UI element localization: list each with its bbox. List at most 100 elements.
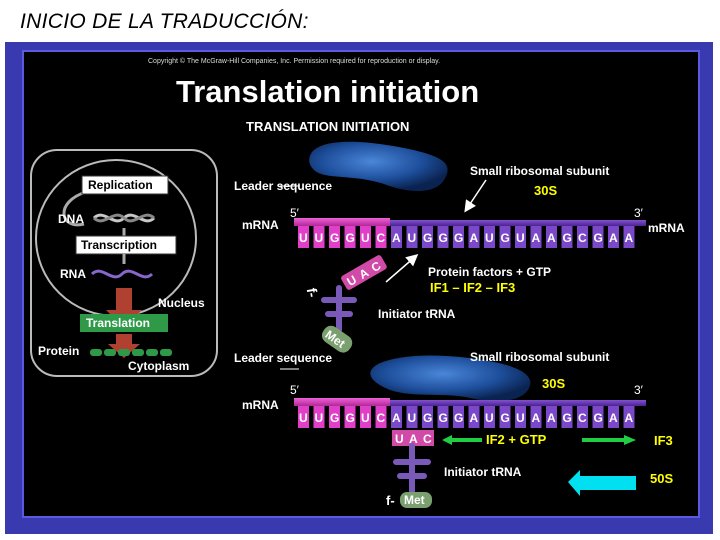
nucleotide-letter: U <box>516 411 525 425</box>
nucleotide-letter: G <box>346 411 355 425</box>
nucleotide-letter: U <box>408 231 417 245</box>
mrna-leader-band-step2 <box>294 398 390 406</box>
nucleus-label: Nucleus <box>158 296 205 310</box>
nucleotide-letter: A <box>532 411 541 425</box>
nucleotide-letter: G <box>330 231 339 245</box>
mrna-label-left-step2: mRNA <box>242 398 279 412</box>
nucleotide-letter: A <box>392 411 401 425</box>
nucleotide-letter: G <box>454 231 463 245</box>
translation-initiation-figure: Copyright © The McGraw-Hill Companies, I… <box>24 52 700 518</box>
mrna-coding-band-step1 <box>390 220 646 226</box>
nucleotide-letter: U <box>299 231 308 245</box>
nucleotide-letter: G <box>454 411 463 425</box>
rna-strand <box>92 271 152 277</box>
nucleotide-letter: G <box>330 411 339 425</box>
nucleotide-letter: U <box>485 411 494 425</box>
nucleotide-letter: A <box>547 231 556 245</box>
cell-overview-diagram: Replication DNA Transcription RNA Nucleu… <box>31 150 217 376</box>
three-prime-step1: 3′ <box>634 206 644 220</box>
nucleotide-letter: U <box>315 231 324 245</box>
cytoplasm-label: Cytoplasm <box>128 359 189 373</box>
nucleotide-letter: G <box>423 411 432 425</box>
nucleotide-letter: C <box>377 231 386 245</box>
nucleotide-letter: A <box>532 231 541 245</box>
nucleotide-letter: U <box>299 411 308 425</box>
small-subunit-label: Small ribosomal subunit <box>470 164 609 178</box>
if3-label: IF3 <box>654 433 673 448</box>
slide-title: INICIO DE LA TRADUCCIÓN: <box>20 10 309 34</box>
nucleotide-letter: A <box>609 411 618 425</box>
trna-cloverleaf-step1 <box>324 288 354 330</box>
step1-diagram: Small ribosomal subunit 30S Leader seque… <box>234 142 685 356</box>
mrna-coding-band-step2 <box>390 400 646 406</box>
nucleotide-letter: G <box>594 231 603 245</box>
nucleotide-letter: G <box>439 231 448 245</box>
nucleotide-letter: A <box>470 411 479 425</box>
dna-label: DNA <box>58 212 84 226</box>
leader-sequence-label-step2: Leader sequence <box>234 351 332 365</box>
figure-title: Translation initiation <box>176 74 479 109</box>
initiator-trna-label-step1: Initiator tRNA <box>378 307 456 321</box>
nucleotide-letter: G <box>594 411 603 425</box>
if2-arrow-left <box>442 435 482 445</box>
nucleotide-letter: G <box>563 411 572 425</box>
translation-label: Translation <box>86 316 150 330</box>
mrna-leader-band-step1 <box>294 218 390 226</box>
nucleotide-letter: A <box>392 231 401 245</box>
nucleotide-letter: G <box>423 231 432 245</box>
s50-label: 50S <box>650 471 673 486</box>
five-prime-step1: 5′ <box>290 206 300 220</box>
nucleotide-letter: A <box>625 411 634 425</box>
nucleotide-letter: G <box>501 411 510 425</box>
nucleotide-letter: G <box>501 231 510 245</box>
nucleotide-letter: U <box>408 411 417 425</box>
subunit-pointer-arrow <box>466 180 486 210</box>
nucleotide-letter: A <box>625 231 634 245</box>
s30-label-step2: 30S <box>542 376 565 391</box>
protein-factors-label: Protein factors + GTP <box>428 265 551 279</box>
three-prime-step2: 3′ <box>634 383 644 397</box>
nucleotide-letter: C <box>377 411 386 425</box>
nucleotide-letter: A <box>609 231 618 245</box>
section-heading: TRANSLATION INITIATION <box>246 119 409 134</box>
protein-label: Protein <box>38 344 79 358</box>
initiator-trna-step1: U A C <box>340 254 388 291</box>
anticodon-c-step2: C <box>423 432 432 446</box>
nucleotide-letter: C <box>578 411 587 425</box>
s30-label-step1: 30S <box>534 183 557 198</box>
rna-label: RNA <box>60 267 86 281</box>
copyright-notice: Copyright © The McGraw-Hill Companies, I… <box>148 57 440 65</box>
mrna-label-right-step1: mRNA <box>648 221 685 235</box>
nucleotide-letter: G <box>439 411 448 425</box>
trna-cloverleaf-step2 <box>396 446 428 492</box>
s50-incoming-arrow <box>568 470 636 496</box>
if2-gtp-label: IF2 + GTP <box>486 432 547 447</box>
anticodon-u-step2: U <box>395 432 404 446</box>
nucleotide-letter: U <box>361 411 370 425</box>
nucleotide-letter: U <box>485 231 494 245</box>
small-subunit-label-step2: Small ribosomal subunit <box>470 350 609 364</box>
f-prefix-step1: f- <box>304 287 321 299</box>
nucleotide-letter: C <box>578 231 587 245</box>
if-factors-label: IF1 – IF2 – IF3 <box>430 280 515 295</box>
nucleotide-letter: U <box>315 411 324 425</box>
protein-factors-arrow <box>386 256 416 282</box>
nucleotide-letter: G <box>346 231 355 245</box>
step2-diagram: Small ribosomal subunit 30S Leader seque… <box>234 350 673 508</box>
if3-arrow-right <box>582 435 636 445</box>
transcription-label: Transcription <box>81 238 157 252</box>
f-prefix-step2: f- <box>386 493 395 508</box>
nucleotide-letter: U <box>516 231 525 245</box>
mrna-label-left-step1: mRNA <box>242 218 279 232</box>
met-label-step2: Met <box>404 493 425 507</box>
replication-label: Replication <box>88 178 153 192</box>
five-prime-step2: 5′ <box>290 383 300 397</box>
nucleotide-letter: G <box>563 231 572 245</box>
figure-panel: Copyright © The McGraw-Hill Companies, I… <box>22 50 700 518</box>
nucleotide-letter: A <box>547 411 556 425</box>
nucleotide-letter: A <box>470 231 479 245</box>
nucleotide-letter: U <box>361 231 370 245</box>
initiator-trna-label-step2: Initiator tRNA <box>444 465 522 479</box>
